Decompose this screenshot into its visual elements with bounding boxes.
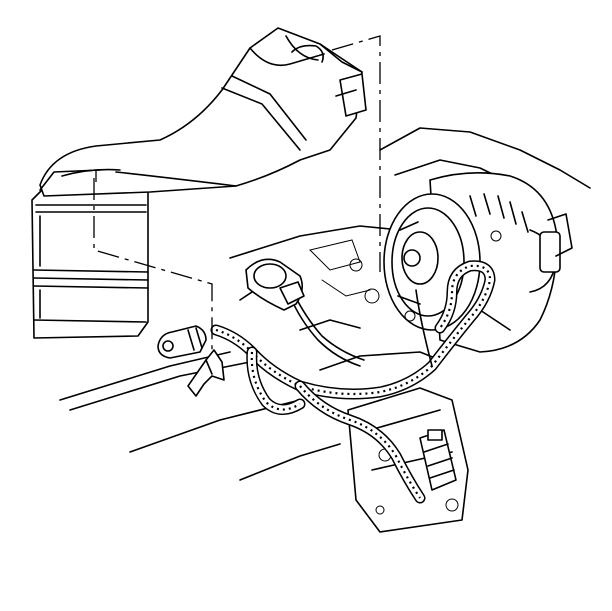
retainer-bracket [187,349,225,397]
engine-block [59,127,591,481]
wiring-harness [210,260,496,504]
harness-connector [419,429,457,491]
sensor-connector [245,258,305,311]
leader-lines [93,35,381,352]
generator [383,172,573,353]
mounting-bracket [347,387,469,533]
air-cleaner-box [31,187,149,339]
harness-retainer-clip [157,325,207,359]
air-intake-duct [39,27,367,197]
